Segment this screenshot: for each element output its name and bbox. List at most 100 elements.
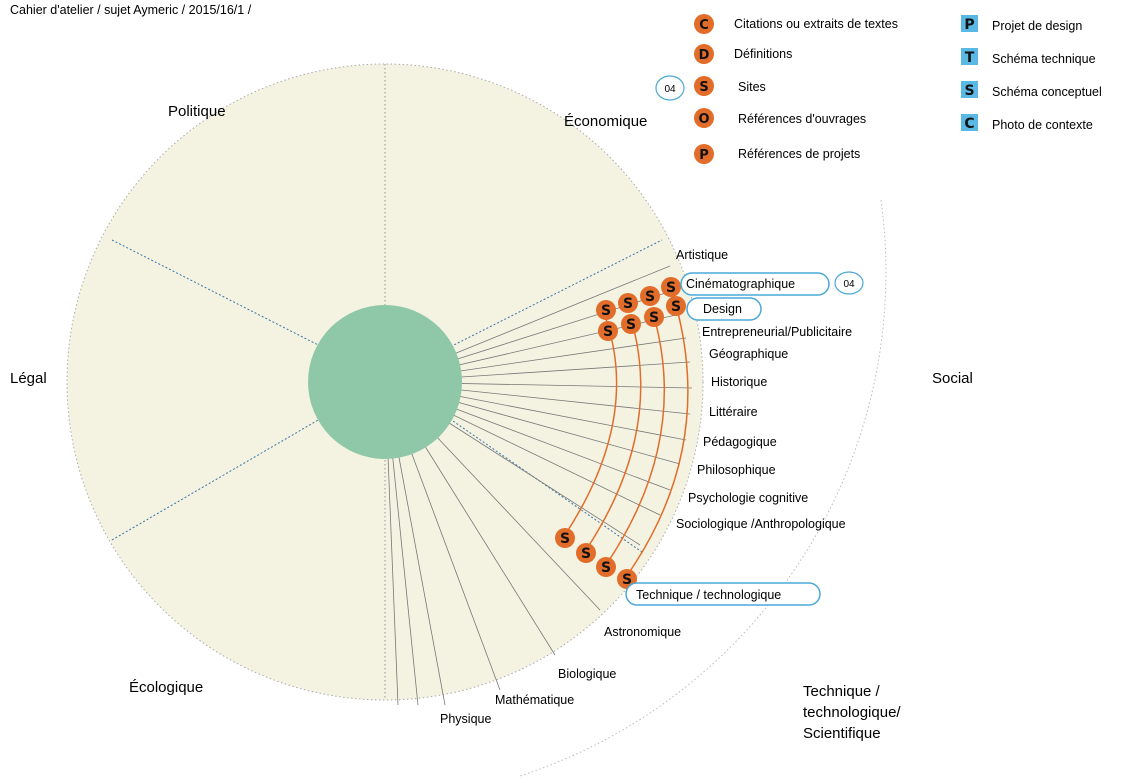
link-badge: S: [644, 307, 664, 327]
legend-icon-s: [694, 76, 714, 96]
legend-left: C Citations ou extraits de textes D Défi…: [694, 14, 898, 164]
link-badge-letter: S: [603, 324, 613, 340]
legend-icon-photo-contexte: [961, 114, 978, 131]
sub-label-artistique: Artistique: [676, 248, 728, 262]
pie-dotted-outline: [66, 63, 704, 701]
sub-label-technique: Technique / technologique: [636, 588, 781, 602]
link-badge: S: [598, 321, 618, 341]
sector-technique-line2: technologique/: [803, 704, 901, 721]
sector-politique: Politique: [168, 103, 226, 120]
link-badge-circle: [621, 314, 641, 334]
link-badge: S: [621, 314, 641, 334]
count-bubble-cinematographique: [834, 271, 864, 295]
sub-label-cinematographique: Cinématographique: [686, 277, 795, 291]
link-badge-letter: S: [560, 531, 570, 547]
sector-economique: Économique: [564, 113, 647, 130]
legend-icon-o: [694, 108, 714, 128]
legend-icon-t-square-letter: T: [965, 50, 975, 66]
highlight-technique: [625, 582, 821, 606]
orange-arc-4: [625, 304, 689, 578]
legend-label-ouvrages: Références d'ouvrages: [738, 112, 866, 126]
link-badge-circle: [661, 277, 681, 297]
legend-icon-c-letter: C: [699, 18, 709, 33]
sub-label-biologique: Biologique: [558, 667, 616, 681]
highlight-cinematographique: [680, 272, 830, 296]
sub-label-philosophique: Philosophique: [697, 463, 776, 477]
sub-category-labels: Artistique Cinématographique Design Entr…: [440, 248, 852, 726]
link-badge: S: [666, 296, 686, 316]
link-badge: S: [555, 528, 575, 548]
link-badge-letter: S: [622, 572, 632, 588]
sector-technique-line3: Scientifique: [803, 725, 881, 742]
legend-label-projet-design: Projet de design: [992, 19, 1082, 33]
highlight-design: [686, 297, 762, 321]
link-badge-circle: [596, 300, 616, 320]
legend-icon-s-letter: S: [699, 80, 708, 95]
legend-icon-o-letter: O: [698, 112, 709, 127]
legend-icon-c: [694, 14, 714, 34]
legend-label-schema-conceptuel: Schéma conceptuel: [992, 85, 1102, 99]
sub-label-mathematique: Mathématique: [495, 693, 574, 707]
link-badge-letter: S: [623, 296, 633, 312]
sub-label-litteraire: Littéraire: [709, 405, 758, 419]
header-text: Cahier d'atelier / sujet Aymeric / 2015/…: [10, 3, 252, 17]
orange-arc-2: [585, 314, 642, 551]
center-circle: [308, 305, 462, 459]
count-cinematographique: 04: [843, 279, 855, 290]
count-sites: 04: [664, 84, 676, 95]
sector-social: Social: [932, 370, 973, 387]
legend-label-projets: Références de projets: [738, 147, 860, 161]
link-badge: S: [596, 300, 616, 320]
orange-arc-1: [564, 318, 618, 536]
sub-label-psychologie: Psychologie cognitive: [688, 491, 808, 505]
link-badge: S: [596, 557, 616, 577]
link-badge-letter: S: [645, 289, 655, 305]
legend-icon-c-square-letter: C: [964, 116, 974, 132]
count-bubble-sites: [655, 75, 685, 101]
sector-technique-line1: Technique /: [803, 683, 881, 700]
legend-label-schema-technique: Schéma technique: [992, 52, 1096, 66]
link-badge-circle: [666, 296, 686, 316]
legend-icon-p-letter: P: [699, 148, 709, 163]
link-badge-letter: S: [601, 303, 611, 319]
legend-icon-s-square-letter: S: [964, 83, 974, 99]
legend-icon-p-square-letter: P: [964, 17, 974, 33]
link-badge-letter: S: [649, 310, 659, 326]
sub-label-historique: Historique: [711, 375, 767, 389]
legend-label-citations: Citations ou extraits de textes: [734, 17, 898, 31]
sub-label-astronomique: Astronomique: [604, 625, 681, 639]
link-badge-letter: S: [581, 546, 591, 562]
divider-upper-right: [439, 239, 663, 353]
link-badge-circle: [644, 307, 664, 327]
link-badge-circle: [576, 543, 596, 563]
link-badge-circle: [598, 321, 618, 341]
divider-lower-right: [439, 411, 643, 553]
sector-ecologique: Écologique: [129, 679, 203, 696]
orange-arc-3: [605, 312, 666, 566]
link-badge: S: [576, 543, 596, 563]
legend-icon-d: [694, 44, 714, 64]
link-badge-letter: S: [671, 299, 681, 315]
divider-lower-left: [111, 411, 333, 541]
sub-label-pedagogique: Pédagogique: [703, 435, 777, 449]
sector-legal: Légal: [10, 370, 47, 387]
link-badge-circle: [596, 557, 616, 577]
link-badge-letter: S: [626, 317, 636, 333]
legend-icon-projet-design: [961, 15, 978, 32]
legend-icon-d-letter: D: [699, 48, 710, 63]
legend-icon-schema-conceptuel: [961, 81, 978, 98]
sub-label-physique: Physique: [440, 712, 491, 726]
link-badge-circle: [618, 293, 638, 313]
link-badge-letter: S: [666, 280, 676, 296]
link-badge: S: [661, 277, 681, 297]
sub-label-sociologique: Sociologique /Anthropologique: [676, 517, 846, 531]
outer-ring-arc: [519, 199, 887, 777]
link-badge-letter: S: [601, 560, 611, 576]
divider-upper-left: [111, 239, 333, 353]
legend-icon-schema-technique: [961, 48, 978, 65]
link-badge-circle: [555, 528, 575, 548]
sub-label-entrepreneurial: Entrepreneurial/Publicitaire: [702, 325, 852, 339]
link-badge: S: [640, 286, 660, 306]
